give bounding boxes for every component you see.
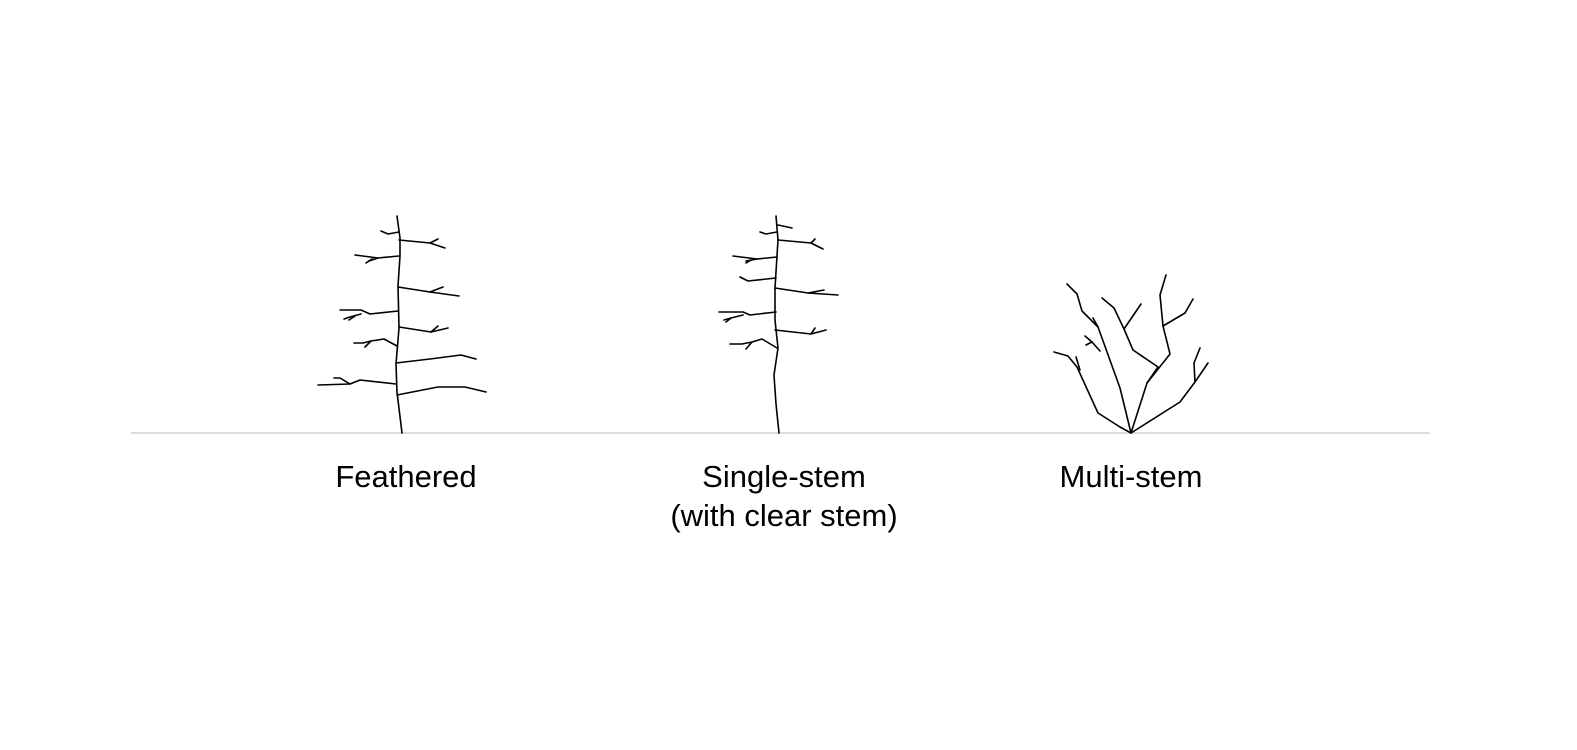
multi-stem-twig xyxy=(1092,317,1099,328)
single-stem-branch xyxy=(759,231,778,235)
single-stem-branch xyxy=(739,276,777,282)
feathered-trunk xyxy=(395,215,403,434)
caption-feathered: Feathered xyxy=(246,457,566,496)
caption-single-stem-label: Single-stem xyxy=(702,459,866,494)
single-stem-branch xyxy=(777,224,793,229)
feathered-branch xyxy=(429,238,439,244)
single-stem-branch xyxy=(810,327,816,335)
multi-stem-centre-stem xyxy=(1101,297,1159,434)
feathered-branch xyxy=(317,383,351,386)
multi-stem-tree-drawing xyxy=(1053,274,1209,434)
single-stem-branch xyxy=(810,238,816,244)
multi-stem-left-twig xyxy=(1053,351,1078,368)
single-stem-branch xyxy=(745,341,753,350)
caption-feathered-label: Feathered xyxy=(335,459,477,494)
feathered-branch xyxy=(398,239,446,249)
single-stem-branch xyxy=(718,311,777,316)
multi-stem-twig xyxy=(1085,341,1093,346)
feathered-branch xyxy=(333,377,397,385)
single-stem-trunk xyxy=(773,215,780,434)
feathered-branch xyxy=(396,386,487,396)
single-stem-branch xyxy=(774,329,827,335)
single-stem-branch xyxy=(725,317,732,323)
multi-stem-twig xyxy=(1123,303,1142,330)
multi-stem-left-twig xyxy=(1075,356,1081,371)
multi-stem-right-stem xyxy=(1130,362,1209,434)
multi-stem-centre-left-stem xyxy=(1066,283,1132,434)
caption-multi-stem-label: Multi-stem xyxy=(1059,459,1203,494)
feathered-branch xyxy=(364,340,372,348)
single-stem-branch xyxy=(729,338,778,349)
feathered-branch xyxy=(397,286,460,297)
feathered-branch xyxy=(430,325,439,333)
multi-stem-twig xyxy=(1162,298,1194,327)
multi-stem-left-stem xyxy=(1076,366,1132,434)
single-stem-branch xyxy=(777,239,824,250)
feathered-branch xyxy=(398,326,449,333)
single-stem-branch xyxy=(723,314,744,321)
feathered-branch xyxy=(353,338,398,347)
multi-stem-twig xyxy=(1193,347,1201,383)
single-stem-branch xyxy=(807,289,825,294)
single-stem-tree-drawing xyxy=(718,215,839,434)
feathered-tree-drawing xyxy=(317,215,487,434)
single-stem-branch xyxy=(745,259,752,264)
feathered-branch xyxy=(380,230,400,235)
feathered-branch xyxy=(343,313,362,320)
single-stem-branch xyxy=(774,287,839,296)
caption-single-stem: Single-stem (with clear stem) xyxy=(624,457,944,535)
single-stem-branch xyxy=(732,255,758,260)
feathered-branch xyxy=(365,258,373,264)
feathered-branch xyxy=(339,309,399,315)
caption-multi-stem: Multi-stem xyxy=(971,457,1291,496)
caption-single-stem-sublabel: (with clear stem) xyxy=(670,498,898,533)
feathered-branch xyxy=(354,254,379,259)
feathered-branch xyxy=(429,286,444,293)
feathered-branch xyxy=(348,315,356,321)
feathered-branch xyxy=(395,354,477,364)
